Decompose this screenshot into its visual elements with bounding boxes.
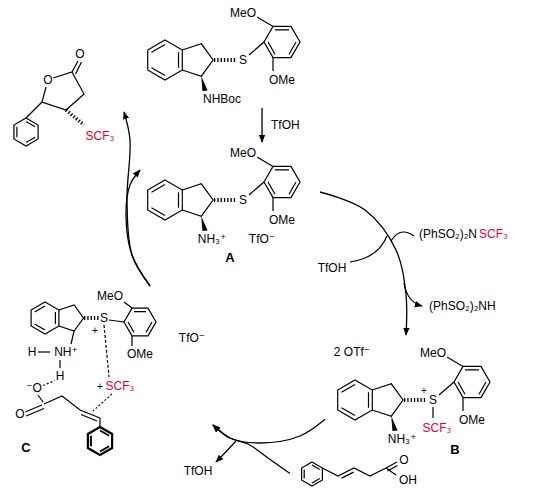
bond	[432, 406, 433, 418]
atom-label: MeO	[419, 346, 447, 360]
atom-label: +	[420, 385, 428, 396]
atom-label: OMe	[268, 213, 296, 227]
atom-label: MeO	[229, 6, 257, 20]
compound: MeO S OMeNH₃⁺ TfO⁻ A	[140, 142, 320, 267]
atom-label: MeO	[96, 289, 124, 303]
catalyst-structure	[148, 17, 300, 91]
atom-label: O	[14, 407, 25, 421]
compound: 2 OTf⁻ MeO +S SCF₃ OMeNH₃⁺ B	[325, 335, 500, 459]
atom-label: H	[27, 345, 38, 359]
atom-label: NH₃⁺	[197, 232, 228, 246]
reaction-arrow	[213, 419, 325, 443]
atom-label: OMe	[268, 73, 296, 87]
product-structure	[14, 61, 84, 146]
atom-label: SCF₃	[422, 421, 453, 435]
atom-label: S	[238, 193, 248, 207]
atom-label: OMe	[458, 413, 486, 427]
reagent-label: SCF₃	[478, 227, 509, 241]
reaction-arrow	[213, 425, 290, 474]
reaction-arrow	[261, 108, 262, 142]
atom-label: ⁻O	[25, 381, 43, 395]
reagent-label: (PhSO₂)₂N	[418, 227, 478, 241]
complex-structure	[25, 302, 156, 455]
atom-label: S	[428, 393, 438, 407]
atom-label: SCF₃	[105, 379, 136, 393]
atom-label: TfO⁻	[248, 232, 276, 246]
atom-label: NH⁺	[53, 345, 79, 359]
compound-label: B	[449, 443, 460, 457]
atom-label: S	[238, 53, 248, 67]
compound: O OH	[290, 451, 425, 490]
compound: MeO S OMeNHBoc	[140, 2, 320, 108]
atom-label: O	[74, 47, 85, 61]
catalyst-structure	[148, 157, 300, 231]
reagent-label: TfOH	[270, 118, 301, 132]
atom-label: NH₃⁺	[387, 432, 418, 446]
atom-label: O	[42, 73, 53, 87]
compound-label: C	[20, 441, 31, 455]
reagent-arrow	[216, 232, 422, 462]
compound: MeOS+OMeTfO⁻HNH⁺H⁻OO+SCF₃C	[8, 286, 213, 460]
atom-label: +	[91, 325, 99, 336]
reagent-label: TfOH	[183, 464, 214, 478]
atom-label: +	[96, 381, 104, 392]
atom-label: OH	[398, 473, 418, 487]
reagent-label: (PhSO₂)₂NH	[428, 299, 497, 313]
reaction-arrow	[124, 112, 150, 286]
reagent-label: TfOH	[317, 261, 348, 275]
atom-label: SCF₃	[85, 129, 116, 143]
compound: O O SCF₃	[6, 42, 124, 154]
compound-label: A	[224, 251, 235, 265]
atom-label: 2 OTf⁻	[333, 345, 371, 359]
atom-label: S	[99, 311, 109, 325]
atom-label: NHBoc	[202, 92, 242, 106]
atom-label: H	[55, 369, 66, 383]
acid-structure	[302, 462, 398, 486]
atom-label: OMe	[126, 347, 154, 361]
atom-label: TfO⁻	[178, 331, 206, 345]
atom-label: O	[398, 453, 409, 467]
atom-label: MeO	[229, 146, 257, 160]
catalyst-structure	[338, 357, 490, 431]
